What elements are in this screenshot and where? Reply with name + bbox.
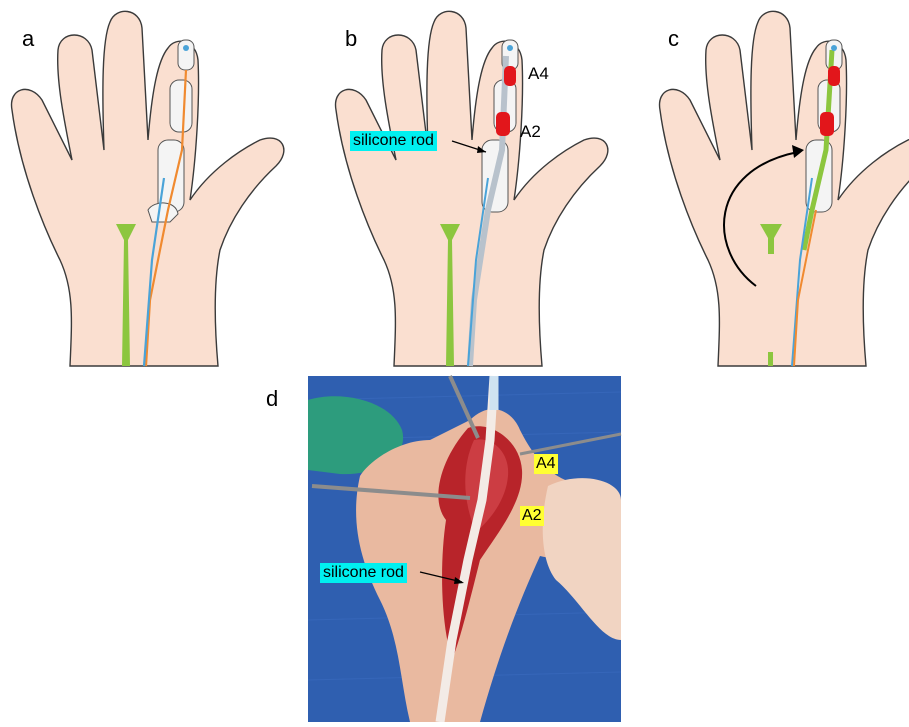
label-a2-diagram: A2 xyxy=(520,122,541,142)
panel-d-photo xyxy=(308,376,621,722)
graft-donor-end xyxy=(768,352,773,366)
metacarpal-head xyxy=(148,203,178,222)
panel-label-a: a xyxy=(22,26,34,52)
label-a4-diagram: A4 xyxy=(528,64,549,84)
pulley-a2 xyxy=(496,112,510,136)
pulley-a4 xyxy=(828,66,840,86)
hand-outline xyxy=(660,11,909,366)
panel-c-diagram xyxy=(660,11,909,366)
distal-phalanx xyxy=(178,40,194,70)
panel-label-d: d xyxy=(266,386,278,412)
panel-label-b: b xyxy=(345,26,357,52)
tendon-tip xyxy=(831,45,837,51)
label-a2-photo: A2 xyxy=(520,506,544,526)
tendon-tip xyxy=(507,45,513,51)
pulley-a4 xyxy=(504,66,516,86)
label-a4-photo: A4 xyxy=(534,454,558,474)
label-silicone-rod-photo: silicone rod xyxy=(320,563,407,583)
tendon-tip xyxy=(183,45,189,51)
panel-label-c: c xyxy=(668,26,679,52)
pulley-a2 xyxy=(820,112,834,136)
panel-a-diagram xyxy=(12,11,284,366)
panel-b-diagram xyxy=(336,11,608,366)
label-silicone-rod-diagram: silicone rod xyxy=(350,131,437,151)
middle-phalanx xyxy=(170,80,192,132)
